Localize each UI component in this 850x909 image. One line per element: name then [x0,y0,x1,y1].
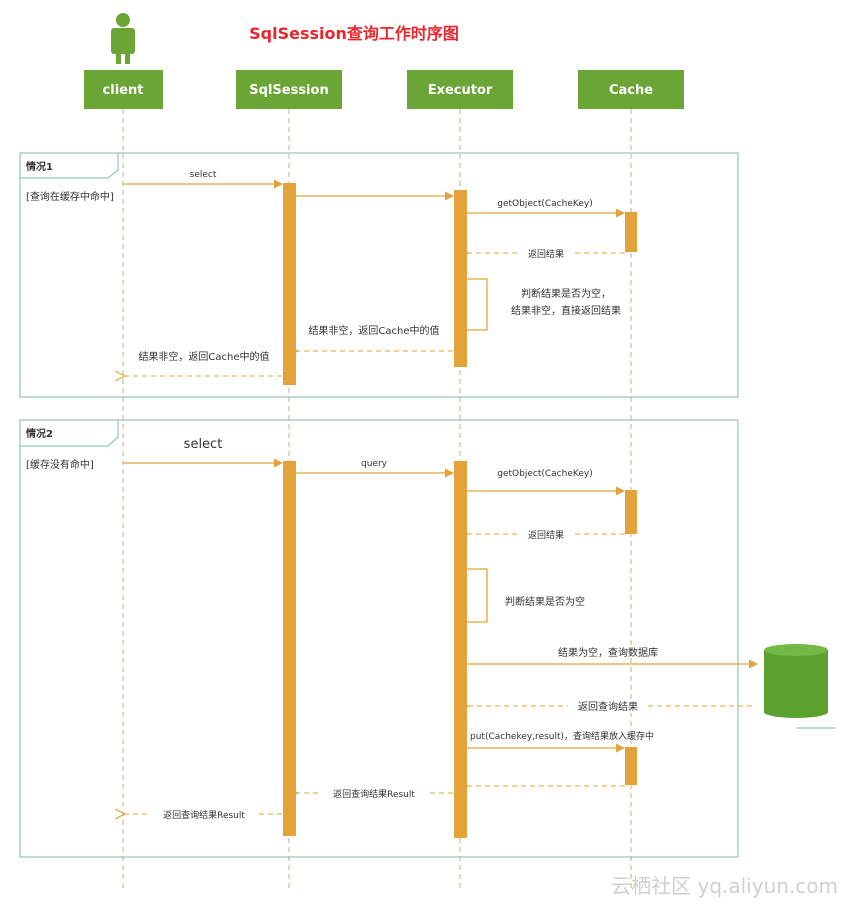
activation-executor-2 [454,461,467,838]
message-getobject-1-label: getObject(CacheKey) [497,199,592,209]
activation-executor-1 [454,190,467,367]
message-query-2-label: query [361,459,388,469]
activation-cache-3 [625,747,637,785]
message-select-2-label: select [184,437,223,452]
frame-case-1: 情况1 [查询在缓存中命中] [19,152,739,398]
self-check-1 [467,278,488,331]
self-check-2 [467,568,488,623]
watermark: 云栖社区 yq.aliyun.com [611,874,838,898]
lifeline-cache: Cache [578,70,684,109]
message-return-result-sqlsession-label: 返回查询结果Result [333,788,415,800]
frame-1-condition: [查询在缓存中命中] [26,190,114,203]
database-icon [764,644,836,729]
message-return-client-1-label: 结果非空，返回Cache中的值 [138,350,269,363]
frame-case-2: 情况2 [缓存没有命中] [19,419,739,858]
frame-2-tag: 情况2 [26,427,53,440]
activation-sqlsession-1 [283,183,296,385]
message-query-database-label: 结果为空，查询数据库 [558,646,658,659]
message-return-result-2-label: 返回结果 [528,529,564,541]
lifeline-cache-label: Cache [609,83,653,98]
message-getobject-2-label: getObject(CacheKey) [497,469,592,479]
frame-1-tag: 情况1 [26,160,53,173]
message-return-cache-value-1-label: 结果非空，返回Cache中的值 [308,324,439,337]
lifeline-executor: Executor [407,70,513,109]
lifeline-executor-label: Executor [428,83,493,98]
self-check-2-label: 判断结果是否为空 [505,595,585,608]
diagram-title: SqlSession查询工作时序图 [249,24,459,43]
message-return-result-client-label: 返回查询结果Result [163,809,245,821]
self-check-1-label-line1: 判断结果是否为空， [521,287,611,300]
self-check-1-label-line2: 结果非空，直接返回结果 [511,304,621,317]
message-select-1-label: select [190,170,217,180]
activation-sqlsession-2 [283,461,296,836]
activation-cache-1 [625,212,637,252]
message-return-result-1-label: 返回结果 [528,248,564,260]
message-put-cache-label: put(Cachekey,result)，查询结果放入缓存中 [470,730,654,742]
activation-cache-2 [625,490,637,534]
actor-icon [111,13,135,64]
lifeline-sqlsession: SqlSession [236,70,342,109]
lifeline-sqlsession-label: SqlSession [249,83,328,98]
lifeline-client-label: client [103,83,144,98]
lifeline-client: client [84,70,163,109]
message-return-query-result-label: 返回查询结果 [578,700,638,713]
frame-2-condition: [缓存没有命中] [26,458,94,471]
